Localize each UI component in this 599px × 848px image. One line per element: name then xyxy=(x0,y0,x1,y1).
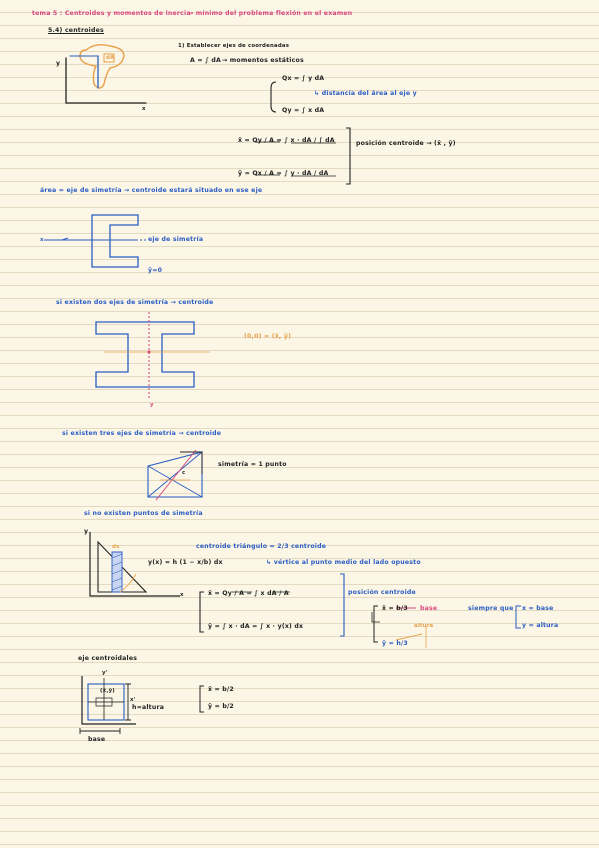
altura-note: altura xyxy=(414,623,434,629)
fig-y-label-5: y xyxy=(84,528,89,535)
ybar-zero: ȳ=0 xyxy=(148,267,163,274)
brace-qx-qy xyxy=(270,81,277,113)
vertex-note: ↳ vértice al punto medio del lado opuest… xyxy=(266,559,421,566)
y-altura: y = altura xyxy=(522,622,559,629)
position-note: posición centroide → (x̄ , ȳ) xyxy=(356,140,456,147)
symmetry-note: área = eje de simetría → centroide estar… xyxy=(40,187,263,194)
fig-da-label: dA xyxy=(106,55,115,61)
xbar-value: x̄ = b/3 xyxy=(382,605,408,612)
rectangle-sketch xyxy=(79,676,136,734)
fig-y-label-6: y' xyxy=(102,670,108,676)
two-axes-note: si existen dos ejes de simetría → centro… xyxy=(56,299,214,306)
position-note-5: posición centroide xyxy=(348,589,416,596)
x-label: x xyxy=(40,237,44,243)
siempre-que: siempre que xyxy=(468,605,514,612)
y-label: y xyxy=(150,402,154,408)
base-note: base xyxy=(420,605,438,612)
triangle-centroid-note: centroide triángulo = 2/3 centroide xyxy=(196,543,327,550)
fig-x-label: x xyxy=(142,106,146,112)
centroid-coords: (0,0) = (x̄, ȳ) xyxy=(244,333,292,340)
x-base: x = base xyxy=(522,605,554,612)
no-symmetry-note: si no existen puntos de simetría xyxy=(84,510,203,517)
triangle-sketch xyxy=(89,532,180,597)
xbar-half: x̄ = b/2 xyxy=(208,686,234,693)
fig-y-label: y xyxy=(56,60,61,67)
xbar-equation-5: x̄ = Qy / A = ∫ x dA / A xyxy=(208,590,289,597)
fig-x-label-6: x' xyxy=(130,697,136,703)
yx-equation: y(x) = h (1 − x/b) dx xyxy=(148,559,223,566)
symmetry-point-note: simetría = 1 punto xyxy=(218,461,287,468)
fig-c-label: (x̄,ȳ) xyxy=(100,688,115,694)
i-beam-sketch xyxy=(95,312,210,400)
three-axes-note: si existen tres ejes de simetría → centr… xyxy=(62,430,222,437)
area-note: → momentos estáticos xyxy=(222,57,304,64)
ybar-half: ȳ = b/2 xyxy=(208,703,234,710)
page-subtitle: → mínimo del problema flexión en el exam… xyxy=(188,10,353,17)
qx-note: ↳ distancia del área al eje y xyxy=(314,90,417,97)
altura-label: h=altura xyxy=(132,704,165,711)
page-title: tema 5 : Centroides y momentos de inerci… xyxy=(32,10,191,17)
c-label: c xyxy=(182,470,186,476)
ybar-value: ȳ = h/3 xyxy=(382,640,408,647)
triangle-sym-sketch xyxy=(147,449,203,501)
base-label: base xyxy=(88,736,106,743)
fig-dx-label: dx xyxy=(112,544,120,550)
ybar-equation-5: ȳ = ∫ x · dA = ∫ x · y(x) dx xyxy=(208,623,304,630)
qx-equation: Qx = ∫ y dA xyxy=(282,75,325,82)
xbar-equation: x̄ = Qy / A = ∫ x · dA / ∫ dA xyxy=(238,137,335,144)
area-sketch xyxy=(65,43,147,104)
bracket-xbar-ybar xyxy=(346,127,351,185)
area-equation: A = ∫ dA xyxy=(190,57,222,64)
step-note: 1) Establecer ejes de coordenadas xyxy=(178,43,290,49)
fig-x-label-5: x xyxy=(180,592,184,598)
centroidal-axes-heading: eje centroidales xyxy=(78,655,138,662)
c-shape-sketch xyxy=(44,214,148,268)
axis-label: eje de simetría xyxy=(148,236,204,243)
ybar-equation: ȳ = Qx / A = ∫ y · dA / dA xyxy=(238,170,329,177)
section-heading: 5.4) centroides xyxy=(48,27,104,34)
qy-equation: Qy = ∫ x dA xyxy=(282,107,325,114)
